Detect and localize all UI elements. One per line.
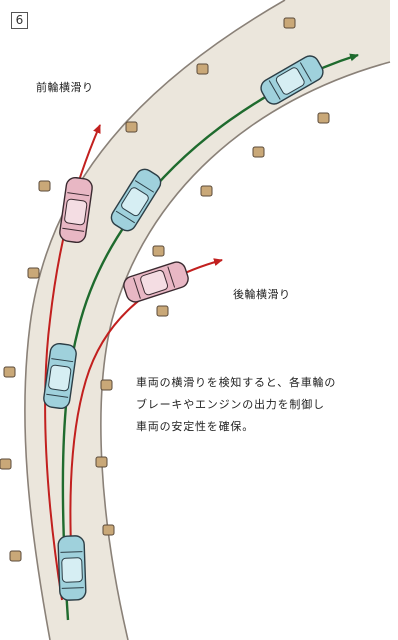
cone bbox=[252, 146, 265, 158]
cone bbox=[196, 63, 209, 75]
cone bbox=[38, 180, 51, 192]
stable-car-lower bbox=[43, 342, 77, 410]
cone bbox=[9, 550, 22, 562]
caption-line: 車両の横滑りを検知すると、各車輪の bbox=[136, 376, 337, 389]
cone bbox=[317, 112, 330, 124]
stable-car-exit bbox=[260, 55, 324, 105]
rear-wheel-skid-label: 後輪横滑り bbox=[233, 288, 291, 301]
front-skid-car bbox=[59, 176, 93, 244]
road-surface bbox=[24, 0, 390, 640]
cone bbox=[100, 379, 113, 391]
stable-car-start bbox=[57, 535, 87, 601]
cone bbox=[283, 17, 296, 29]
inner-cones bbox=[95, 112, 330, 536]
front-wheel-skid-label: 前輪横滑り bbox=[36, 81, 94, 94]
cone bbox=[156, 305, 169, 317]
rear-skid-car bbox=[123, 261, 189, 303]
cone bbox=[27, 267, 40, 279]
outer-cones bbox=[0, 17, 296, 562]
road-outer-edge bbox=[24, 0, 286, 640]
road-inner-edge bbox=[100, 61, 391, 640]
cone bbox=[200, 185, 213, 197]
cone bbox=[95, 456, 108, 468]
cone bbox=[0, 458, 12, 470]
caption-line: 車両の安定性を確保。 bbox=[136, 420, 254, 433]
caption-line: ブレーキやエンジンの出力を制御し bbox=[136, 398, 325, 411]
stable-car-mid bbox=[110, 168, 162, 232]
figure-number: 6 bbox=[11, 12, 28, 29]
cone bbox=[125, 121, 138, 133]
cone bbox=[3, 366, 16, 378]
cone bbox=[152, 245, 165, 257]
caption: 車両の横滑りを検知すると、各車輪の ブレーキやエンジンの出力を制御し 車両の安定… bbox=[136, 372, 386, 438]
cone bbox=[102, 524, 115, 536]
